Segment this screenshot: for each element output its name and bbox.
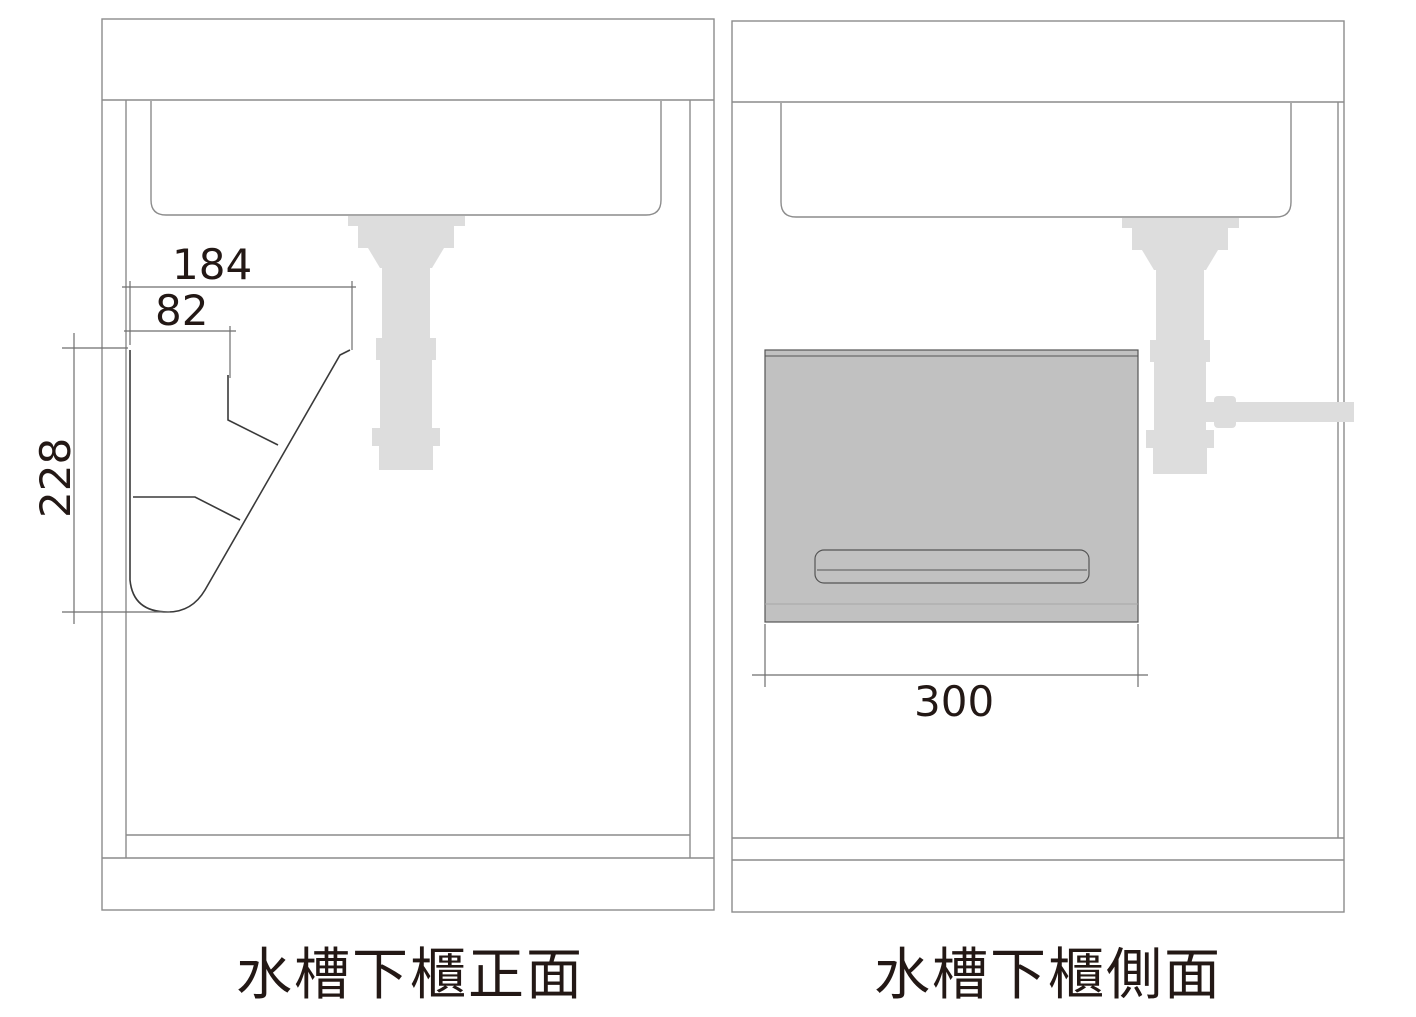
front-trash-bin <box>129 349 351 613</box>
front-drain-pipe <box>348 216 465 470</box>
front-view-caption: 水槽下櫃正面 <box>236 943 584 1008</box>
side-cabinet-outline <box>731 20 1345 913</box>
side-sink-basin <box>780 103 1292 218</box>
side-dim-300: 300 <box>914 677 994 726</box>
side-cabinet <box>731 20 1345 913</box>
side-view-caption: 水槽下櫃側面 <box>874 943 1222 1008</box>
side-dimensions <box>752 624 1148 687</box>
side-drain-pipe <box>1122 218 1354 474</box>
front-dim-228: 228 <box>31 438 80 518</box>
front-cabinet <box>101 18 715 911</box>
front-dim-82: 82 <box>155 286 208 335</box>
front-dimensions <box>62 281 356 624</box>
front-dim-184: 184 <box>172 240 252 289</box>
side-trash-bin <box>764 349 1139 623</box>
front-cabinet-outline <box>101 18 715 911</box>
front-sink-basin <box>150 101 662 216</box>
side-bin-handle <box>814 549 1090 584</box>
